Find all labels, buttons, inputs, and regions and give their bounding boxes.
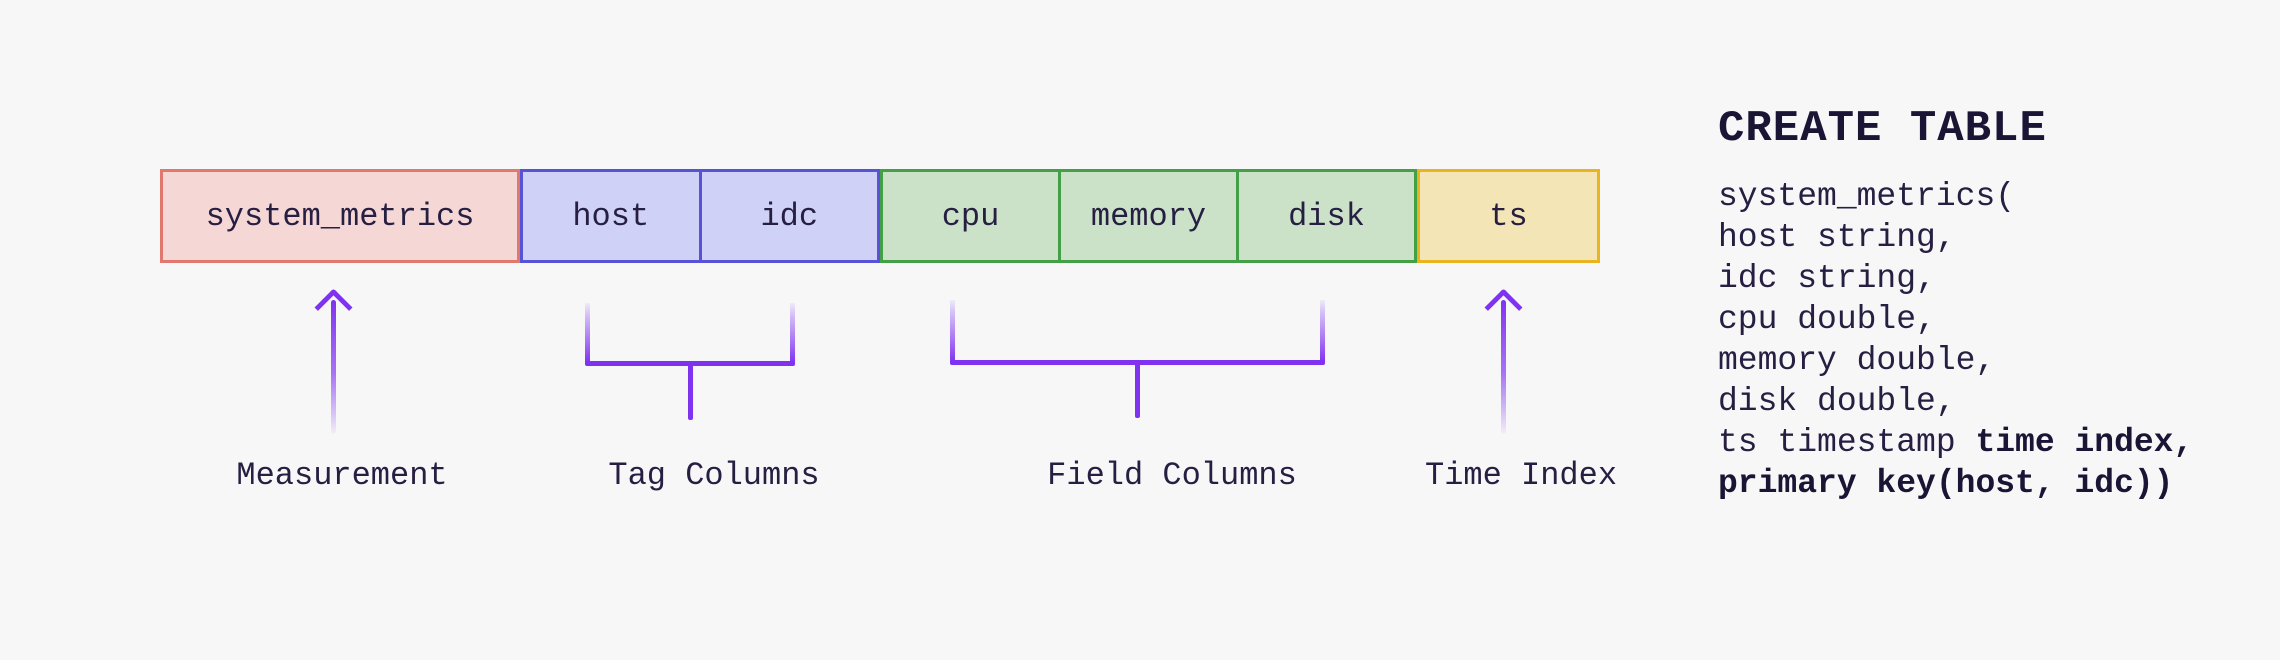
table-cell-tag-idc: idc — [698, 172, 878, 260]
sql-line: host string, — [1718, 217, 2193, 258]
table-cell-field-memory: memory — [1058, 172, 1236, 260]
sql-line: primary key(host, idc)) — [1718, 463, 2193, 504]
sql-line-text: ts timestamp — [1718, 424, 1976, 461]
measurement-arrow-shaft — [331, 300, 336, 434]
sql-line: idc string, — [1718, 258, 2193, 299]
sql-line: disk double, — [1718, 381, 2193, 422]
field-bracket-bar — [950, 360, 1325, 365]
time-index-arrow-shaft — [1501, 300, 1506, 434]
field-bracket-left — [950, 300, 955, 362]
table-cell-time-ts: ts — [1489, 197, 1528, 235]
sql-line: ts timestamp time index, — [1718, 422, 2193, 463]
field-columns-label: Field Columns — [1047, 457, 1297, 494]
sql-title: CREATE TABLE — [1718, 104, 2047, 154]
sql-line-text: system_metrics( — [1718, 178, 2016, 215]
time-index-label: Time Index — [1424, 457, 1618, 494]
measurement-label: Measurement — [236, 457, 448, 494]
table-cell-measurement: system_metrics — [205, 197, 475, 235]
field-columns-group: cpu memory disk — [880, 169, 1417, 263]
field-bracket-stem — [1135, 363, 1140, 418]
time-index-group: ts — [1417, 169, 1600, 263]
sql-code-block: CREATE TABLE system_metrics( host string… — [1718, 106, 2193, 504]
tag-columns-label: Tag Columns — [608, 457, 820, 494]
sql-line: cpu double, — [1718, 299, 2193, 340]
tag-bracket-stem — [688, 364, 693, 420]
tag-bracket-left — [585, 303, 590, 363]
table-cell-field-cpu: cpu — [941, 197, 1000, 235]
sql-line-keyword: primary key(host, idc)) — [1718, 465, 2174, 502]
sql-line: system_metrics( — [1718, 176, 2193, 217]
tag-bracket-bar — [585, 361, 795, 366]
sql-line-keyword: time index, — [1975, 424, 2194, 461]
table-cell-tag-host: host — [572, 197, 650, 235]
sql-line-text: cpu double, — [1718, 301, 1936, 338]
tag-columns-group: host idc — [520, 169, 880, 263]
sql-line-text: memory double, — [1718, 342, 1996, 379]
measurement-group: system_metrics — [160, 169, 520, 263]
sql-line-text: idc string, — [1718, 260, 1936, 297]
sql-line-text: disk double, — [1718, 383, 1956, 420]
table-cell-field-disk: disk — [1236, 172, 1414, 260]
sql-line-text: host string, — [1718, 219, 1956, 256]
tag-bracket-right — [790, 303, 795, 363]
sql-line: memory double, — [1718, 340, 2193, 381]
field-bracket-right — [1320, 300, 1325, 362]
